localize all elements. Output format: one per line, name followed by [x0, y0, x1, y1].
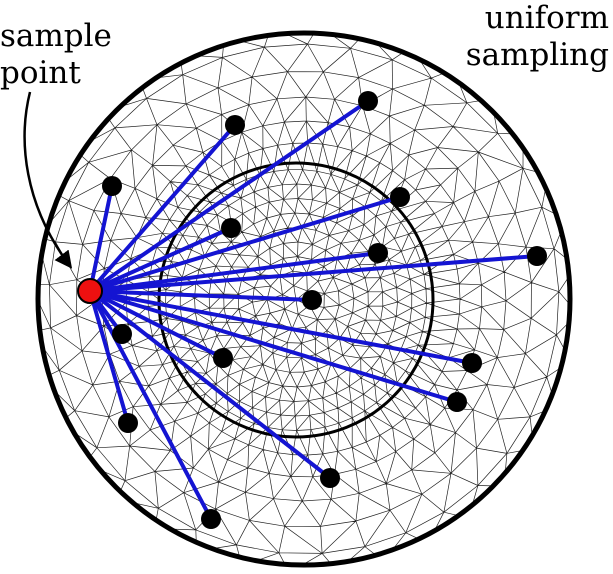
inner-region-boundary — [157, 161, 435, 439]
node-11 — [462, 353, 482, 373]
outer-domain-boundary — [35, 30, 573, 568]
ray-8 — [88, 289, 314, 302]
node-9 — [112, 324, 132, 344]
ray-13 — [88, 289, 130, 425]
ray-6 — [88, 251, 380, 293]
node-3 — [102, 176, 122, 196]
node-14 — [320, 468, 340, 488]
node-2 — [225, 115, 245, 135]
ray-2 — [88, 123, 237, 293]
node-6 — [368, 243, 388, 263]
node-5 — [221, 218, 241, 238]
node-13 — [118, 413, 138, 433]
ray-11 — [88, 289, 474, 365]
ray-15 — [88, 289, 213, 521]
node-12 — [447, 392, 467, 412]
ray-14 — [88, 289, 332, 480]
ray-4 — [88, 195, 402, 293]
ray-3 — [88, 184, 114, 293]
node-4 — [390, 187, 410, 207]
sample-point-label: sample point — [0, 18, 112, 91]
node-15 — [201, 509, 221, 529]
ray-7 — [88, 254, 539, 293]
ray-10 — [88, 289, 225, 360]
node-10 — [213, 348, 233, 368]
curved-arrow-icon — [23, 91, 73, 269]
node-1 — [358, 91, 378, 111]
node-8 — [302, 290, 322, 310]
ray-12 — [88, 289, 459, 404]
ray-1 — [88, 99, 370, 293]
node-7 — [527, 246, 547, 266]
sample-point-marker — [77, 278, 103, 304]
ray-5 — [88, 226, 233, 293]
uniform-sampling-label: uniform sampling — [465, 0, 609, 73]
node-group — [102, 91, 547, 529]
